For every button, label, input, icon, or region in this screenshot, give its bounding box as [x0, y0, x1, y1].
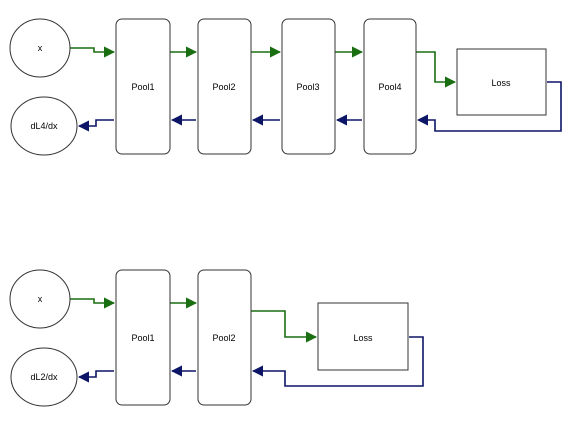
top-input-label: x: [38, 43, 43, 53]
bottom-gradient-label: dL2/dx: [30, 372, 58, 382]
top-loss-node: [456, 48, 547, 116]
top-gradient-label: dL4/dx: [30, 121, 58, 131]
top-pool1-node: [115, 18, 171, 155]
top-edge-pool1-to-grad: [77, 119, 114, 132]
bottom-pool1-label: Pool1: [131, 333, 154, 343]
top-loss-label: Loss: [491, 78, 511, 88]
top-pool1-label: Pool1: [131, 82, 154, 92]
top-pool3-label: Pool3: [296, 82, 319, 92]
bottom-edge-pool1-to-grad: [77, 370, 114, 383]
top-gradient-node: [10, 96, 78, 156]
bottom-input-label: x: [38, 294, 43, 304]
bottom-loss-label: Loss: [353, 333, 373, 343]
top-pool4-node: [363, 18, 417, 155]
bottom-diagram: x dL2/dx Pool1 Pool2 Loss: [9, 269, 424, 407]
top-edge-pool4-to-loss: [416, 51, 457, 88]
bottom-pool1-node: [115, 269, 171, 406]
bottom-input-node: [9, 269, 71, 329]
top-diagram: x dL4/dx Pool1 Pool2 Pool3 Pool4 Loss: [9, 18, 562, 156]
bottom-edge-x-to-pool1: [70, 297, 116, 309]
top-input-node: [9, 18, 71, 78]
top-edge-loss-to-pool4: [416, 81, 562, 132]
bottom-edge-pool2-to-loss: [251, 310, 318, 343]
top-pool3-node: [281, 18, 336, 155]
top-pool2-node: [197, 18, 252, 155]
top-pool4-label: Pool4: [378, 82, 401, 92]
top-edge-x-to-pool1: [70, 46, 116, 58]
bottom-loss-node: [317, 302, 409, 371]
bottom-pool2-node: [197, 269, 252, 406]
top-pool2-label: Pool2: [212, 82, 235, 92]
bottom-gradient-node: [10, 347, 78, 407]
bottom-pool2-label: Pool2: [212, 333, 235, 343]
bottom-edge-loss-to-pool2: [251, 336, 424, 387]
